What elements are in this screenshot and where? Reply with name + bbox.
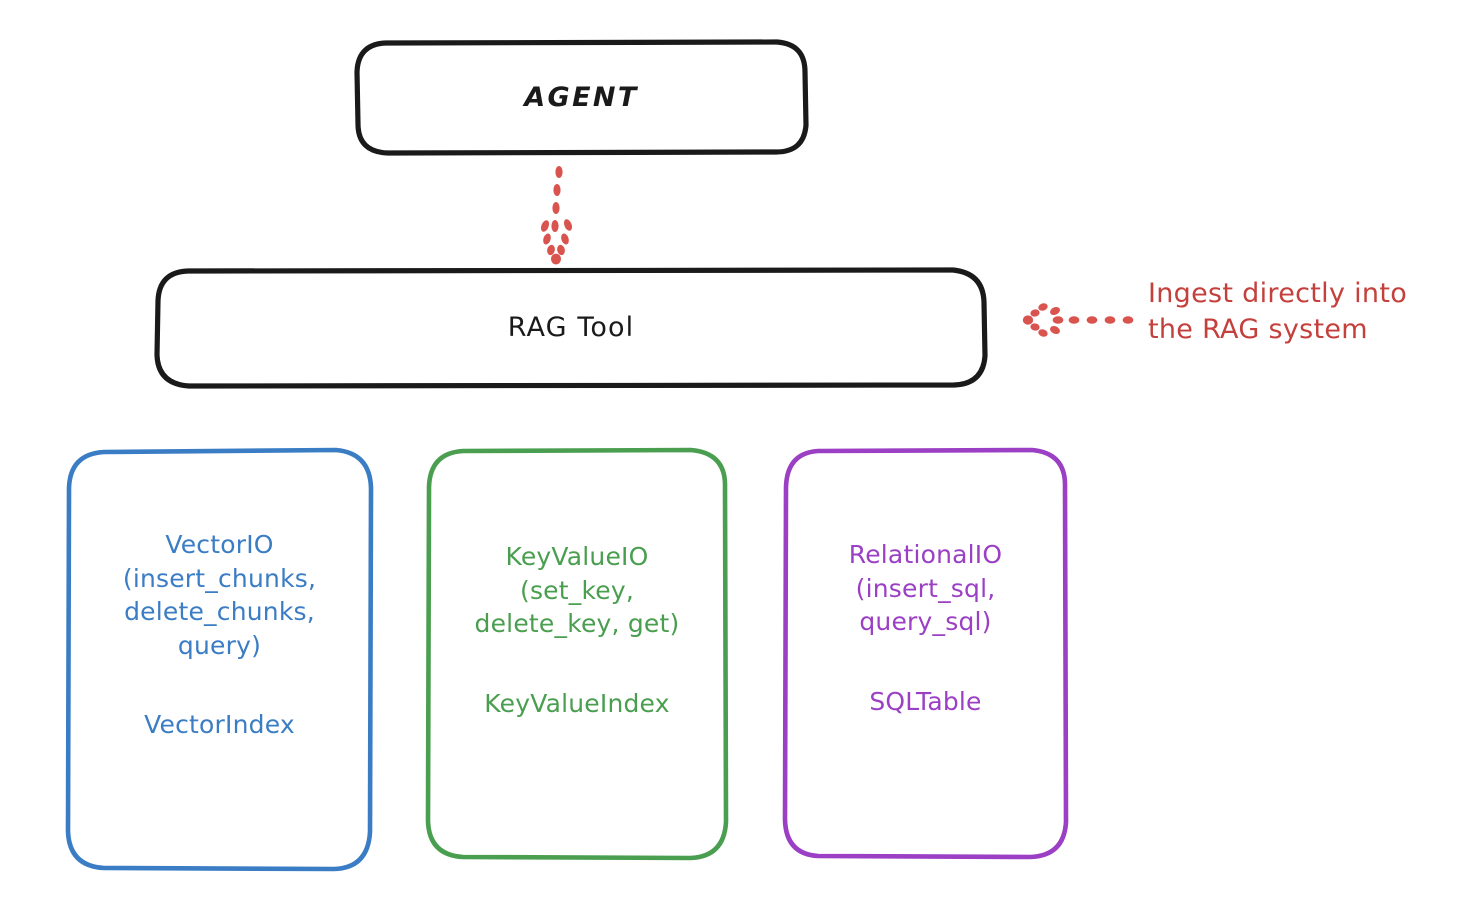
ingest-annotation-text: Ingest directly into the RAG system: [1148, 278, 1408, 346]
key-value-io-body: KeyValueIO (set_key, delete_key, get) Ke…: [428, 450, 726, 858]
vector-io-body: VectorIO (insert_chunks, delete_chunks, …: [68, 450, 371, 870]
agent-label: AGENT: [524, 82, 639, 114]
rag-tool-box-outline: [154, 267, 988, 389]
relational-io-index-label: SQLTable: [869, 686, 982, 716]
agent-box-outline: [354, 39, 809, 156]
key-value-io-box-outline: [425, 447, 729, 861]
ingest-annotation: Ingest directly into the RAG system: [1148, 276, 1478, 348]
agent-node[interactable]: AGENT: [357, 42, 806, 154]
ingest-annotation-connector: [1022, 303, 1134, 337]
key-value-io-api-label: KeyValueIO (set_key, delete_key, get): [474, 542, 680, 638]
vector-io-api-label: VectorIO (insert_chunks, delete_chunks, …: [122, 530, 317, 660]
vector-io-node[interactable]: VectorIO (insert_chunks, delete_chunks, …: [68, 450, 371, 870]
vector-io-box-outline: [65, 447, 374, 872]
relational-io-body: RelationalIO (insert_sql, query_sql) SQL…: [785, 450, 1066, 858]
key-value-io-node[interactable]: KeyValueIO (set_key, delete_key, get) Ke…: [428, 450, 726, 858]
agent-to-rag-tool-connector: [540, 166, 573, 265]
relational-io-box-outline: [782, 447, 1069, 860]
relational-io-api-label: RelationalIO (insert_sql, query_sql): [848, 540, 1003, 636]
key-value-io-index-label: KeyValueIndex: [484, 688, 670, 718]
vector-io-index-label: VectorIndex: [144, 710, 295, 739]
rag-tool-node[interactable]: RAG Tool: [157, 270, 985, 386]
rag-tool-label: RAG Tool: [507, 312, 635, 344]
relational-io-node[interactable]: RelationalIO (insert_sql, query_sql) SQL…: [785, 450, 1066, 858]
